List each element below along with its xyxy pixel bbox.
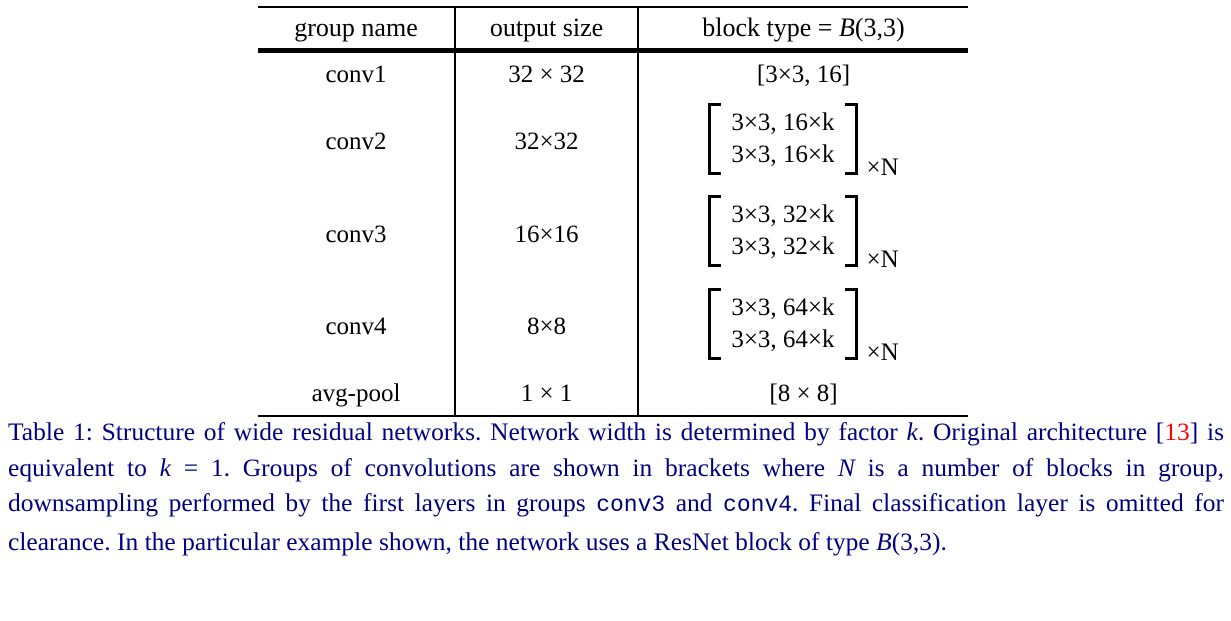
left-bracket-icon [708, 287, 722, 360]
cell-block-type: 3×3, 32×k 3×3, 32×k ×N [638, 187, 968, 282]
block-repeat-multiplier: ×N [866, 338, 899, 366]
block-spec: [3×3, 16] [756, 61, 851, 88]
caption-text-6: and [665, 488, 724, 517]
table-row: conv3 16×16 3×3, 32×k 3×3, 32×k ×N [258, 187, 968, 282]
caption-math-k: k [906, 417, 918, 446]
caption-label: Table 1: [8, 417, 93, 446]
block-type-arguments: (3,3) [854, 13, 905, 42]
block-matrix-rows: 3×3, 32×k 3×3, 32×k [721, 195, 844, 267]
cell-output-size: 1 × 1 [454, 372, 639, 415]
cell-group-name: conv4 [325, 313, 387, 340]
caption-text-3: ] is equivalent to [8, 417, 1224, 482]
right-bracket-icon [844, 195, 858, 267]
table-header-rule [258, 48, 968, 53]
block-layer-line: 3×3, 16×k [731, 140, 835, 168]
caption-math-n: N [837, 452, 855, 482]
block-matrix-rows: 3×3, 16×k 3×3, 16×k [721, 103, 844, 175]
table-caption: Table 1: Structure of wide residual netw… [8, 414, 1224, 559]
block-matrix: 3×3, 64×k 3×3, 64×k [708, 287, 858, 360]
caption-text-4: = 1. Groups of convolutions are shown in… [170, 452, 838, 482]
right-bracket-icon [844, 287, 858, 360]
table-row: avg-pool 1 × 1 [8 × 8] [258, 372, 968, 415]
caption-math-k: k [159, 452, 171, 482]
cell-block-type: 3×3, 16×k 3×3, 16×k ×N [638, 97, 968, 187]
column-header-block-type: block type = B(3,3) [638, 8, 968, 48]
block-layer-line: 3×3, 64×k [731, 325, 835, 353]
block-layer-line: 3×3, 32×k [731, 201, 835, 228]
block-spec: [8 × 8] [769, 379, 838, 407]
block-matrix-rows: 3×3, 64×k 3×3, 64×k [721, 288, 844, 360]
cell-group-name: avg-pool [311, 379, 401, 407]
block-matrix: 3×3, 32×k 3×3, 32×k [708, 195, 858, 267]
caption-text-2: . Original architecture [ [917, 417, 1165, 446]
cell-output-size: 16×16 [454, 187, 639, 282]
left-bracket-icon [708, 102, 722, 175]
table-top-rule [258, 6, 968, 8]
table-header-row: group name output size block type = B(3,… [258, 8, 968, 48]
column-header-group-name: group name [294, 13, 418, 42]
cell-block-type: 3×3, 64×k 3×3, 64×k ×N [638, 282, 968, 372]
block-repeat-multiplier: ×N [866, 246, 899, 273]
wide-resnet-structure-table-body: conv1 32 × 32 [3×3, 16] conv2 32×32 3×3,… [258, 53, 968, 415]
block-layer-line: 3×3, 32×k [731, 233, 835, 260]
wide-resnet-structure-table: group name output size block type = B(3,… [258, 8, 968, 48]
cell-block-type: [3×3, 16] [638, 53, 968, 97]
cell-output-size: 8×8 [454, 282, 639, 372]
caption-text-5: is a number of blocks in group, downsamp… [8, 452, 1224, 518]
cell-output-size: 32 × 32 [454, 53, 639, 97]
table-row: conv2 32×32 3×3, 16×k 3×3, 16×k ×N [258, 97, 968, 187]
left-bracket-icon [708, 195, 722, 267]
cell-group-name: conv2 [325, 128, 387, 155]
block-type-label: block type = [702, 13, 839, 42]
table-1-region: group name output size block type = B(3,… [258, 6, 968, 417]
caption-text-8: (3,3). [891, 526, 947, 556]
block-layer-line: 3×3, 64×k [731, 293, 835, 321]
caption-code-conv4: conv4 [723, 492, 793, 518]
block-matrix: 3×3, 16×k 3×3, 16×k [708, 102, 858, 175]
cell-output-size: 32×32 [454, 97, 639, 187]
caption-text-1: Structure of wide residual networks. Net… [92, 417, 907, 446]
caption-text-7: . Final classification layer is omitted … [8, 488, 1224, 556]
caption-math-b: B [876, 526, 892, 556]
right-bracket-icon [844, 102, 858, 175]
table-bottom-rule [258, 415, 968, 417]
column-header-output-size: output size [454, 8, 639, 48]
caption-code-conv3: conv3 [596, 492, 666, 518]
table-row: conv4 8×8 3×3, 64×k 3×3, 64×k ×N [258, 282, 968, 372]
cell-group-name: conv3 [325, 220, 387, 248]
block-layer-line: 3×3, 16×k [731, 108, 835, 136]
block-type-variable: B [838, 13, 855, 42]
table-row: conv1 32 × 32 [3×3, 16] [258, 53, 968, 97]
cell-group-name: conv1 [325, 61, 387, 88]
citation-link[interactable]: 13 [1164, 417, 1190, 446]
cell-block-type: [8 × 8] [638, 372, 968, 415]
block-repeat-multiplier: ×N [866, 153, 899, 181]
